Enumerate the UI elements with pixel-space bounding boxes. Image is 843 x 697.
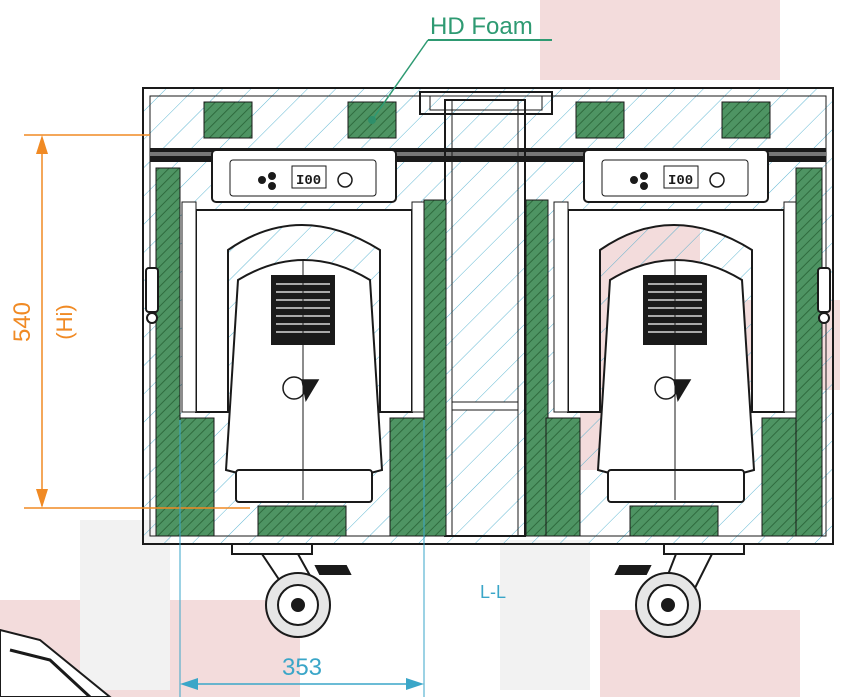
top-handle [419,91,553,115]
width-value-label: 353 [282,654,322,681]
width-dimension [179,420,425,697]
moving-head-fixture-icon: I00 [553,149,797,503]
svg-text:I00: I00 [668,173,693,189]
height-qualifier-label: (Hi) [52,304,77,339]
moving-head-fixture-icon: I00 [181,149,425,503]
latch-icon [145,267,831,324]
section-label: L-L [480,582,506,602]
caster-wheel-icon [614,543,745,638]
foam-callout [368,39,552,124]
foam-label: HD Foam [430,13,533,40]
foam-blocks-right [525,101,823,537]
height-dimension [24,134,250,509]
logo-badge-icon [282,376,320,403]
svg-text:I00: I00 [296,173,321,189]
foam-blocks-left [155,101,447,537]
caster-wheel-icon [231,543,352,638]
corner-detail [0,628,112,697]
height-value-label: 540 [9,302,36,342]
